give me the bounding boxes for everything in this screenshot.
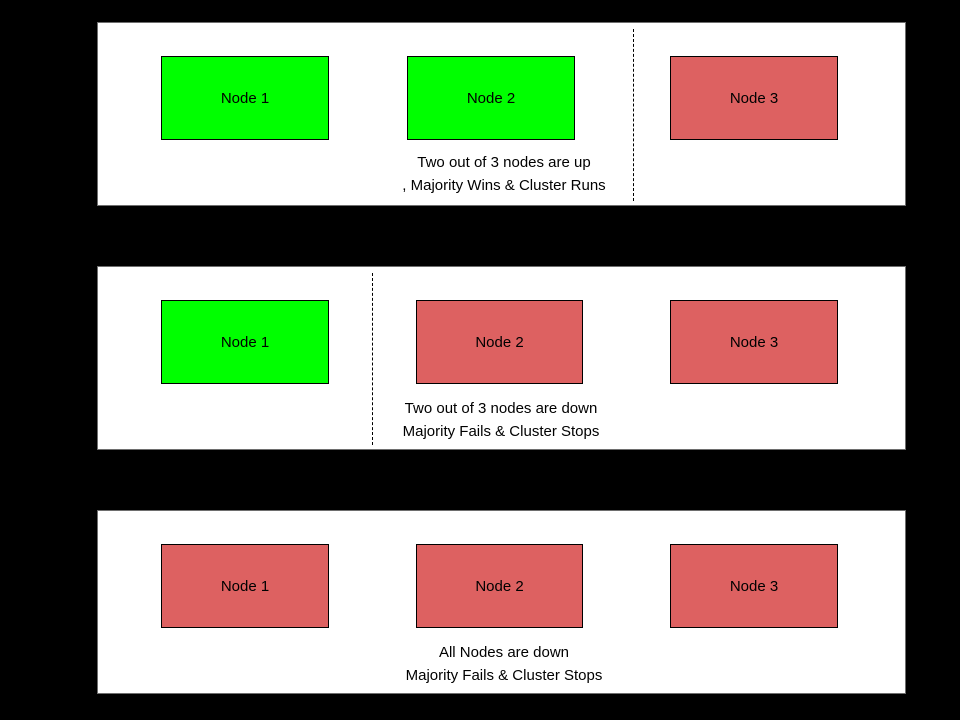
scenario-panel-majority-up: Node 1 Node 2 Node 3 Two out of 3 nodes …	[97, 22, 906, 206]
node-box-3[interactable]: Node 3	[670, 56, 838, 140]
node-box-2[interactable]: Node 2	[416, 544, 583, 628]
caption-line-2: Majority Fails & Cluster Stops	[405, 667, 603, 684]
node-box-label: Node 3	[729, 577, 779, 595]
node-box-1[interactable]: Node 1	[161, 300, 329, 384]
scenario-panel-majority-down: Node 1 Node 2 Node 3 Two out of 3 nodes …	[97, 266, 906, 450]
panel-caption: All Nodes are down Majority Fails & Clus…	[274, 641, 734, 687]
caption-line-1: All Nodes are down	[438, 644, 570, 661]
caption-line-2: , Majority Wins & Cluster Runs	[402, 177, 606, 194]
node-box-3[interactable]: Node 3	[670, 544, 838, 628]
node-box-label: Node 1	[220, 89, 270, 107]
node-box-label: Node 1	[220, 333, 270, 351]
caption-line-2: Majority Fails & Cluster Stops	[402, 423, 600, 440]
node-box-3[interactable]: Node 3	[670, 300, 838, 384]
panel-caption: Two out of 3 nodes are down Majority Fai…	[279, 397, 723, 443]
panel-caption: Two out of 3 nodes are up , Majority Win…	[274, 151, 734, 197]
node-box-2[interactable]: Node 2	[407, 56, 575, 140]
scenario-panel-all-down: Node 1 Node 2 Node 3 All Nodes are down …	[97, 510, 906, 694]
caption-line-1: Two out of 3 nodes are up	[417, 154, 591, 171]
node-box-label: Node 3	[729, 333, 779, 351]
caption-line-1: Two out of 3 nodes are down	[404, 400, 598, 417]
node-box-1[interactable]: Node 1	[161, 544, 329, 628]
node-box-label: Node 2	[475, 333, 524, 351]
node-box-1[interactable]: Node 1	[161, 56, 329, 140]
quorum-divider-line	[372, 273, 373, 445]
node-box-2[interactable]: Node 2	[416, 300, 583, 384]
node-box-label: Node 2	[475, 577, 524, 595]
node-box-label: Node 1	[220, 577, 270, 595]
node-box-label: Node 3	[729, 89, 779, 107]
quorum-divider-line	[633, 29, 634, 201]
node-box-label: Node 2	[466, 89, 516, 107]
